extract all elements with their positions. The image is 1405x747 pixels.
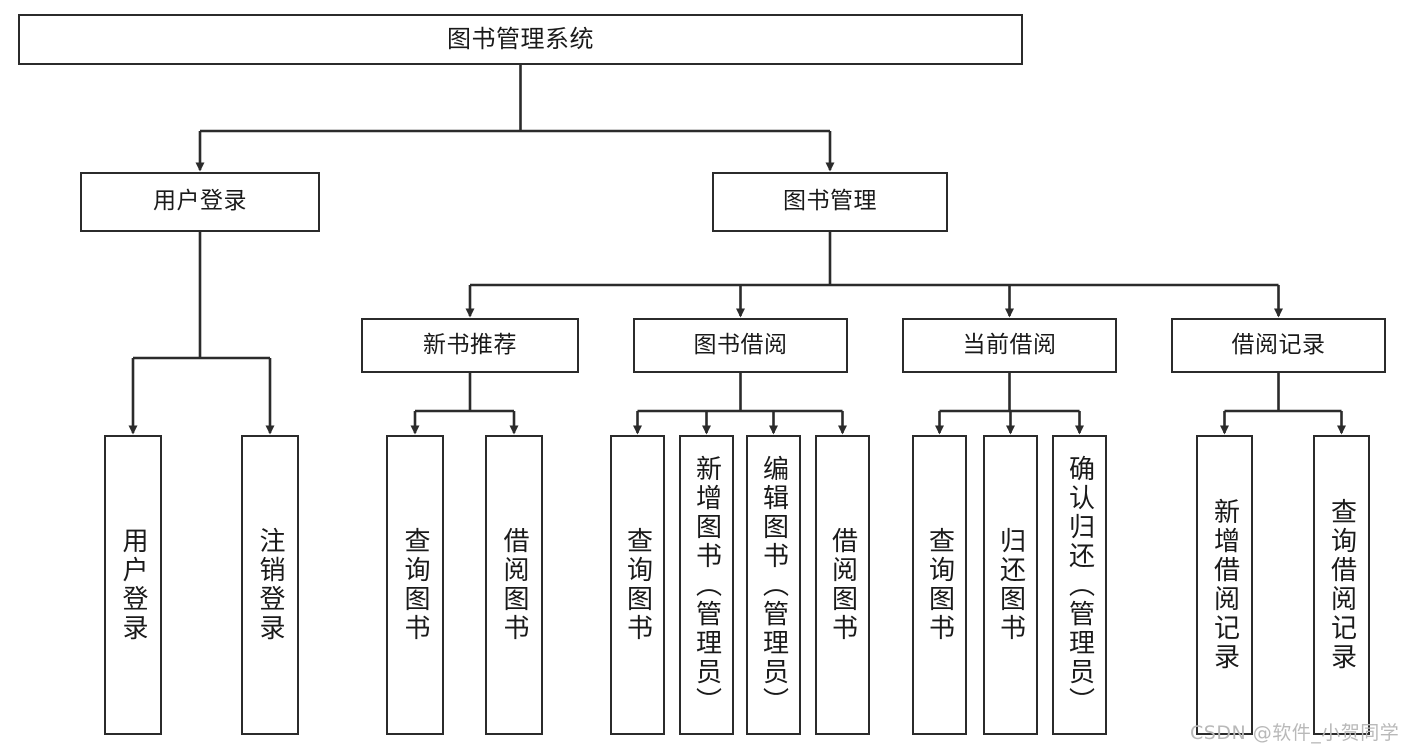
- node-label-book-borrow: 图书借阅: [693, 331, 788, 358]
- node-root[interactable]: 图书管理系统: [18, 14, 1023, 65]
- node-book-borrow[interactable]: 图书借阅: [633, 318, 848, 373]
- node-label-borrow-record: 借阅记录: [1231, 331, 1326, 358]
- node-label-leaf-edit-book: 编辑图书（管理员）: [758, 454, 789, 716]
- node-leaf-borrow-book-1[interactable]: 借阅图书: [485, 435, 543, 735]
- node-label-leaf-query-book-1: 查询图书: [400, 527, 430, 643]
- node-leaf-add-book[interactable]: 新增图书（管理员）: [679, 435, 734, 735]
- node-label-leaf-query-book-2: 查询图书: [622, 527, 653, 643]
- node-leaf-query-book-2[interactable]: 查询图书: [610, 435, 665, 735]
- node-leaf-return-book[interactable]: 归还图书: [983, 435, 1038, 735]
- node-leaf-edit-book[interactable]: 编辑图书（管理员）: [746, 435, 801, 735]
- node-label-leaf-confirm-return: 确认归还（管理员）: [1064, 454, 1095, 716]
- node-label-leaf-add-book: 新增图书（管理员）: [691, 454, 722, 716]
- node-label-leaf-return-book: 归还图书: [995, 527, 1026, 643]
- node-label-leaf-add-record: 新增借阅记录: [1209, 498, 1240, 672]
- node-label-leaf-user-logout: 注销登录: [255, 527, 285, 643]
- node-leaf-query-book-1[interactable]: 查询图书: [386, 435, 444, 735]
- node-label-root: 图书管理系统: [447, 25, 594, 54]
- node-label-new-book-rec: 新书推荐: [423, 331, 517, 358]
- node-leaf-query-record[interactable]: 查询借阅记录: [1313, 435, 1370, 735]
- node-label-leaf-user-login: 用户登录: [118, 527, 148, 643]
- node-leaf-user-login[interactable]: 用户登录: [104, 435, 162, 735]
- node-label-leaf-borrow-book-2: 借阅图书: [827, 527, 858, 643]
- node-label-user-login: 用户登录: [153, 188, 247, 215]
- node-leaf-add-record[interactable]: 新增借阅记录: [1196, 435, 1253, 735]
- node-current-borrow[interactable]: 当前借阅: [902, 318, 1117, 373]
- node-user-login[interactable]: 用户登录: [80, 172, 320, 232]
- node-leaf-confirm-return[interactable]: 确认归还（管理员）: [1052, 435, 1107, 735]
- node-borrow-record[interactable]: 借阅记录: [1171, 318, 1386, 373]
- node-label-leaf-borrow-book-1: 借阅图书: [499, 527, 529, 643]
- node-label-leaf-query-record: 查询借阅记录: [1326, 498, 1357, 672]
- node-leaf-user-logout[interactable]: 注销登录: [241, 435, 299, 735]
- node-new-book-rec[interactable]: 新书推荐: [361, 318, 579, 373]
- watermark-text: CSDN @软件_小贺同学: [1190, 722, 1400, 744]
- node-book-manage[interactable]: 图书管理: [712, 172, 948, 232]
- node-label-current-borrow: 当前借阅: [962, 331, 1057, 358]
- node-label-book-manage: 图书管理: [783, 188, 877, 215]
- node-leaf-borrow-book-2[interactable]: 借阅图书: [815, 435, 870, 735]
- connector-edges: [128, 65, 1346, 435]
- node-label-leaf-query-book-3: 查询图书: [924, 527, 955, 643]
- node-leaf-query-book-3[interactable]: 查询图书: [912, 435, 967, 735]
